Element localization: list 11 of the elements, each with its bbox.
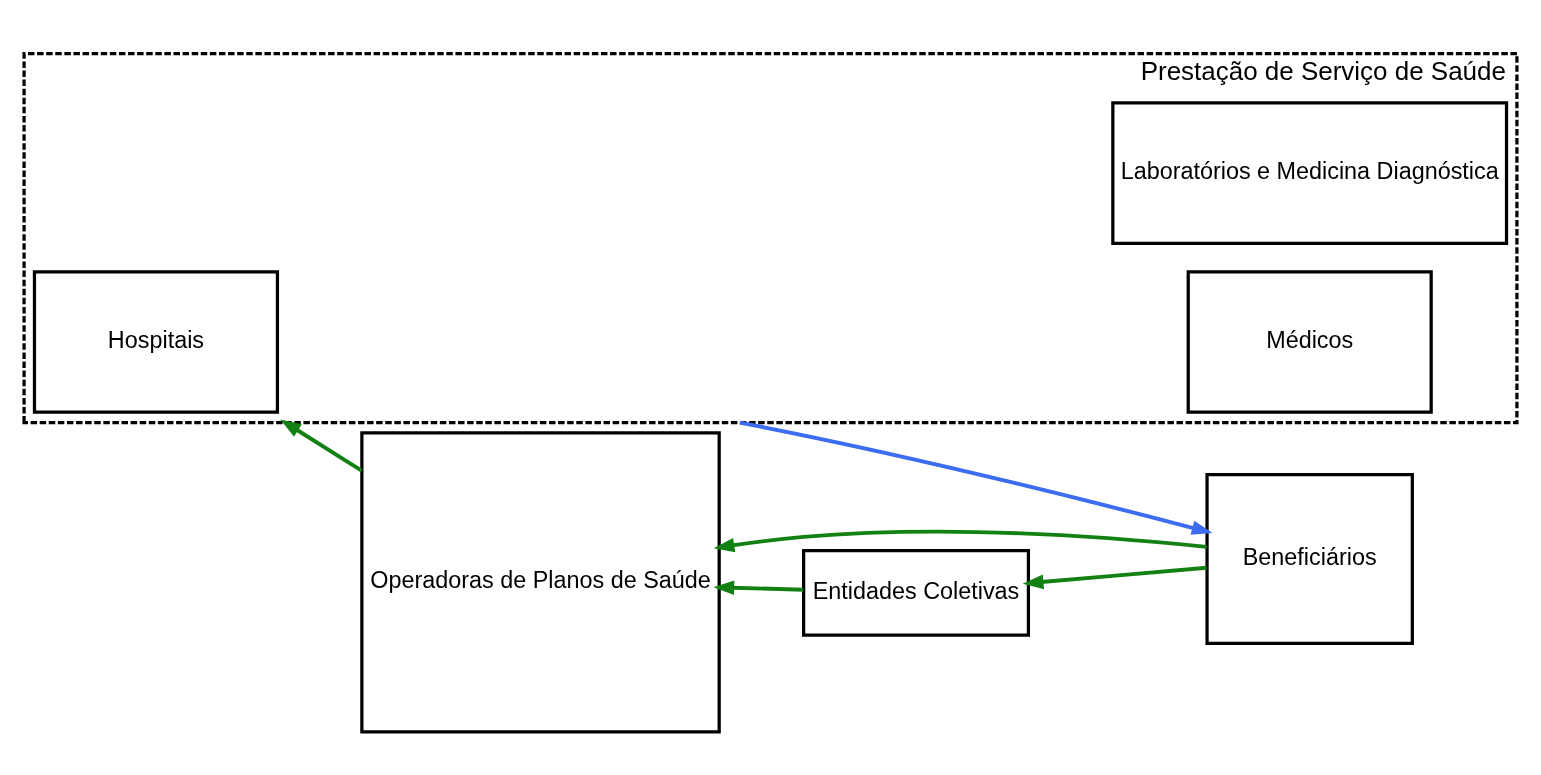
node-box: Operadoras de Planos de Saúde	[360, 431, 721, 734]
arrow	[713, 580, 804, 596]
node-box: Entidades Coletivas	[802, 548, 1031, 637]
arrow	[1022, 565, 1207, 590]
node-box: Hospitais	[32, 270, 280, 414]
node-box: Médicos	[1186, 270, 1433, 414]
arrow	[280, 419, 363, 473]
node-box: Beneficiários	[1205, 472, 1414, 646]
node-box: Laboratórios e Medicina Diagnóstica	[1111, 101, 1509, 245]
arrow	[713, 529, 1207, 553]
arrow	[739, 420, 1213, 535]
